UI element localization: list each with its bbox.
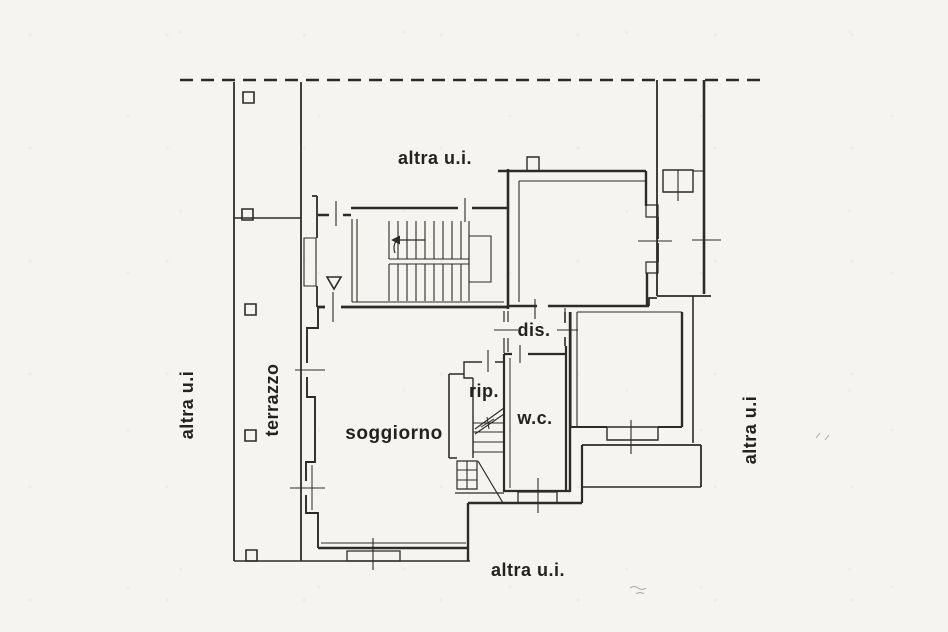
terrace-pillar-squares-icon (242, 92, 257, 561)
terrace-strip (234, 82, 470, 561)
entrance-door-leaf (304, 238, 316, 286)
label-altra-ui-top: altra u.i. (398, 148, 472, 168)
northeast-shaft (657, 80, 721, 296)
label-dis: dis. (517, 320, 550, 340)
stair-steps (389, 221, 491, 301)
scan-noise-marks (630, 433, 829, 594)
label-altra-ui-left: altra u.i (177, 371, 197, 440)
right-room-window-icon (607, 420, 658, 454)
storage-rip-stair (449, 350, 582, 561)
balcony (582, 445, 701, 503)
label-wc: w.c. (516, 408, 552, 428)
wc-room (504, 312, 570, 513)
top-right-room (498, 157, 672, 319)
label-altra-ui-bottom: altra u.i. (491, 560, 565, 580)
entrance-vestibule (304, 196, 357, 307)
wc-window-icon (518, 478, 557, 513)
soggiorno-window-icon (347, 538, 400, 570)
chimney-block (527, 157, 539, 171)
main-stairwell (317, 169, 509, 322)
storage-grid-box (457, 461, 477, 489)
entrance-triangle-icon (327, 277, 341, 289)
shaft-window-icon (663, 170, 693, 201)
label-terrazzo: terrazzo (262, 363, 282, 436)
label-rip: rip. (469, 381, 499, 401)
stair-direction-arrow-icon (391, 235, 425, 254)
living-room-soggiorno (290, 308, 468, 570)
hallway-dis (494, 311, 578, 353)
label-soggiorno: soggiorno (345, 423, 442, 444)
label-altra-ui-right: altra u.i (740, 396, 760, 465)
right-room (571, 296, 693, 454)
